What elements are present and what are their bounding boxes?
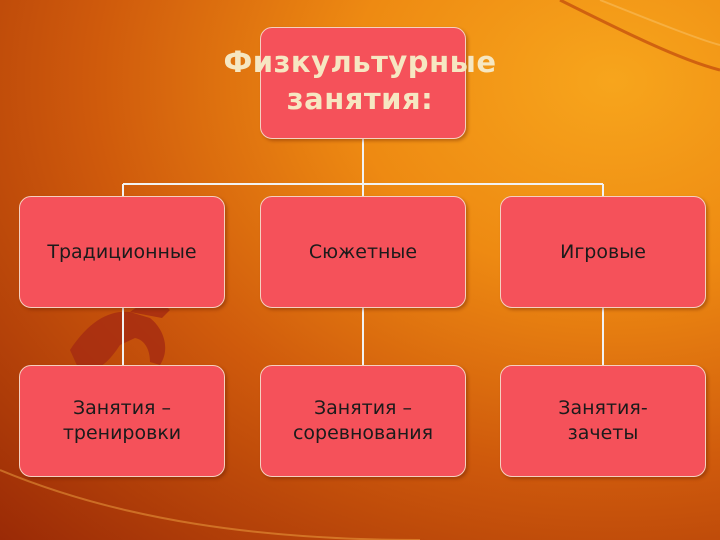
node-competition: Занятия – соревнования: [260, 365, 466, 477]
node-competition-line1: Занятия –: [313, 397, 413, 420]
background-swoosh: [0, 469, 421, 540]
root-title-line2: занятия:: [286, 82, 434, 117]
node-plot-label: Сюжетные: [308, 240, 418, 263]
root-node-box: [260, 27, 466, 139]
node-tests-line1: Занятия-: [558, 397, 648, 420]
node-training-line1: Занятия –: [72, 397, 172, 420]
node-plot: Сюжетные: [260, 196, 466, 308]
node-tests: Занятия- зачеты: [500, 365, 706, 477]
node-game-label: Игровые: [560, 240, 646, 263]
node-training-line2: тренировки: [62, 422, 182, 444]
background-swoosh: [599, 0, 720, 46]
node-traditional-label: Традиционные: [47, 240, 197, 263]
node-competition-line2: соревнования: [292, 422, 434, 444]
root-node-title: Физкультурные занятия:: [0, 44, 720, 118]
node-training: Занятия – тренировки: [19, 365, 225, 477]
node-traditional: Традиционные: [19, 196, 225, 308]
node-game: Игровые: [500, 196, 706, 308]
background-swoosh: [559, 0, 720, 72]
root-title-line1: Физкультурные: [223, 45, 497, 79]
node-tests-line2: зачеты: [567, 422, 639, 444]
